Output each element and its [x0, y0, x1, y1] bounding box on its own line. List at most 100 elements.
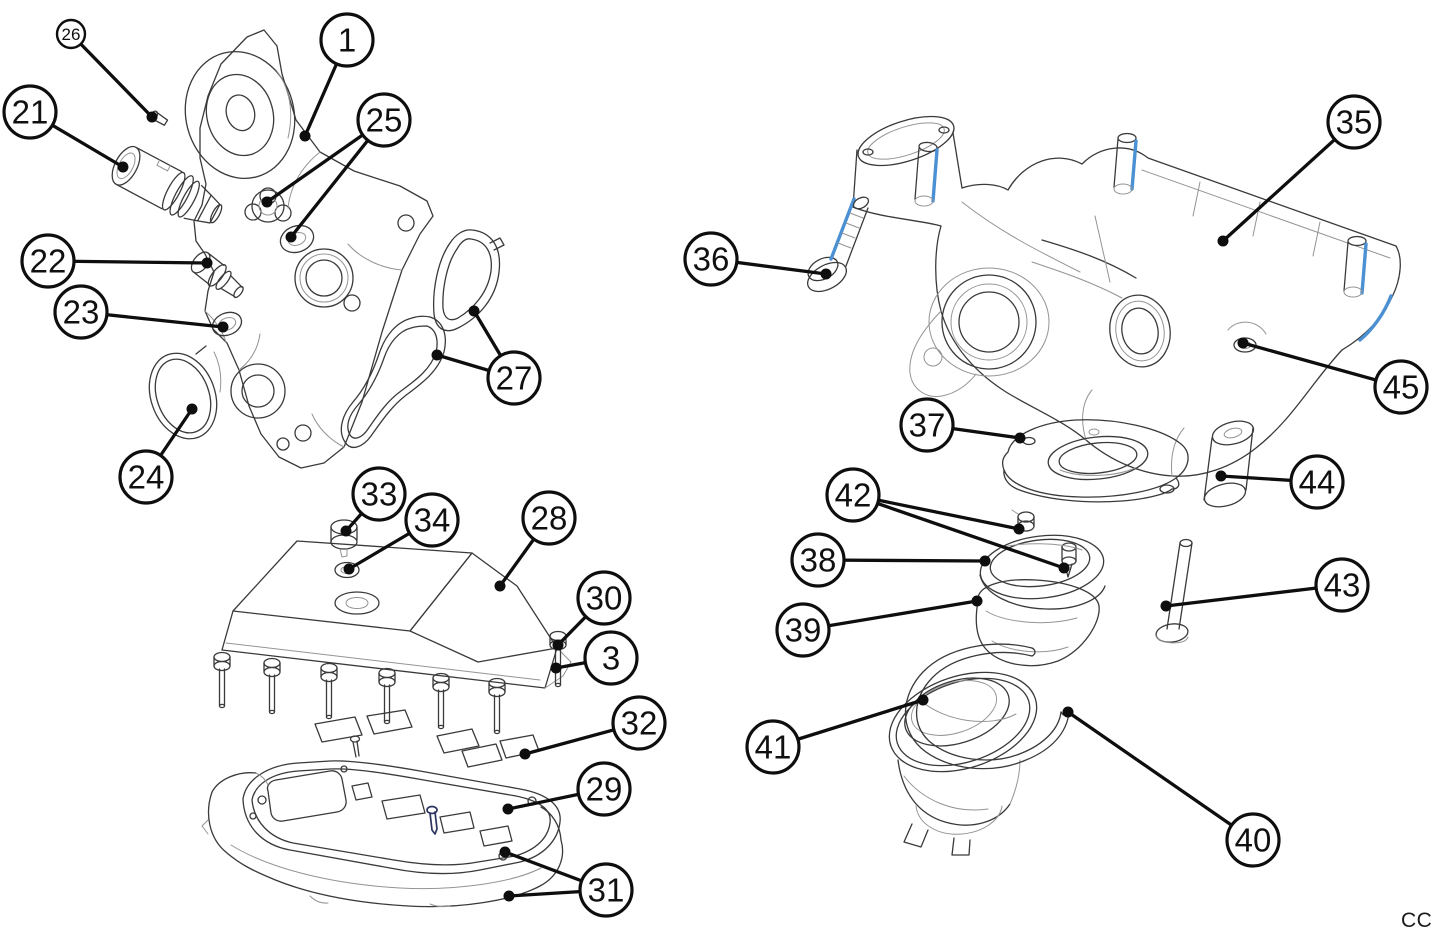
thermostat-assembly-drawing: [888, 419, 1255, 856]
flange-bolt-drawing: [806, 196, 870, 293]
svg-text:38: 38: [800, 542, 837, 579]
leader-dot-3: [550, 662, 562, 674]
callout-21: 21: [2, 84, 58, 140]
leader-dot-45: [1237, 337, 1249, 349]
callout-bubbles-layer: 26 1 21 25 22 23 27 24 33 34 28 30 332 29 31 35 36 45 37 44…: [2, 12, 1429, 918]
callout-25: 25: [356, 92, 412, 148]
leader-line-35: [1221, 120, 1356, 243]
svg-text:26: 26: [62, 25, 81, 44]
leader-dot-1: [299, 130, 311, 142]
svg-text:42: 42: [835, 477, 872, 514]
leader-dot-39: [971, 595, 983, 607]
svg-text:45: 45: [1383, 369, 1420, 406]
leader-dot-32: [519, 748, 531, 760]
leader-dot-37: [1014, 432, 1026, 444]
callout-43: 43: [1314, 557, 1370, 613]
leader-dot-44: [1215, 470, 1227, 482]
callout-3: 3: [583, 630, 639, 686]
mounting-studs-drawing: [914, 132, 1368, 298]
leader-dot-25: [285, 231, 297, 243]
leader-lines-layer: [29, 32, 1402, 902]
callout-28: 28: [521, 490, 577, 546]
svg-text:22: 22: [30, 243, 67, 280]
leader-dot-21: [117, 161, 129, 173]
leader-dot-33: [340, 525, 352, 537]
callout-45: 45: [1373, 359, 1429, 415]
svg-text:25: 25: [366, 102, 403, 139]
leader-dot-42: [1013, 523, 1025, 535]
callout-26: 26: [55, 18, 87, 50]
leader-dot-42: [1058, 562, 1070, 574]
callout-44: 44: [1289, 454, 1345, 510]
leader-line-38: [817, 558, 986, 563]
svg-text:3: 3: [602, 640, 620, 677]
callout-30: 30: [576, 570, 632, 626]
leader-dot-41: [917, 694, 929, 706]
leader-line-26: [69, 32, 154, 119]
callout-29: 29: [576, 761, 632, 817]
callout-41: 41: [745, 719, 801, 775]
svg-text:44: 44: [1299, 464, 1336, 501]
callout-1: 1: [319, 12, 375, 68]
callout-27: 27: [486, 350, 542, 406]
callout-23: 23: [53, 284, 109, 340]
callout-32: 32: [611, 695, 667, 751]
svg-text:41: 41: [755, 729, 792, 766]
svg-text:24: 24: [128, 459, 165, 496]
callout-31: 31: [578, 862, 634, 918]
leader-dot-38: [979, 555, 991, 567]
leader-dot-29: [502, 803, 514, 815]
svg-text:30: 30: [586, 580, 623, 617]
svg-text:28: 28: [531, 500, 568, 537]
leader-dot-35: [1217, 235, 1229, 247]
callout-40: 40: [1225, 812, 1281, 868]
svg-text:32: 32: [621, 705, 658, 742]
svg-text:35: 35: [1336, 104, 1373, 141]
leader-dot-30: [552, 639, 564, 651]
svg-text:36: 36: [693, 241, 730, 278]
svg-text:21: 21: [12, 94, 49, 131]
svg-text:37: 37: [909, 407, 946, 444]
svg-text:27: 27: [496, 360, 533, 397]
cam-cover-assembly-drawing: [201, 519, 572, 908]
leader-dot-40: [1062, 706, 1074, 718]
callout-42: 42: [825, 467, 881, 523]
leader-dot-23: [217, 321, 229, 333]
svg-text:29: 29: [586, 771, 623, 808]
callout-39: 39: [775, 602, 831, 658]
leader-dot-25: [261, 196, 273, 208]
svg-text:34: 34: [414, 502, 451, 539]
leader-dot-22: [201, 257, 213, 269]
svg-text:1: 1: [338, 22, 356, 59]
callout-37: 37: [899, 397, 955, 453]
cover-studs-drawing: [213, 630, 567, 735]
svg-text:33: 33: [361, 476, 398, 513]
callout-33: 33: [351, 466, 407, 522]
leader-line-40: [1067, 710, 1254, 842]
bolt-drawing: [190, 251, 244, 299]
oil-pressure-sensor-drawing: [111, 145, 223, 224]
leader-line-42: [852, 493, 1020, 531]
timing-cover-assembly-drawing: [111, 29, 505, 469]
leader-line-39: [802, 599, 978, 632]
leader-line-42: [852, 493, 1065, 570]
callout-24: 24: [118, 449, 174, 505]
leader-dot-36: [820, 268, 832, 280]
leader-line-43: [1165, 583, 1343, 608]
leader-dot-26: [146, 111, 158, 123]
callout-34: 34: [404, 492, 460, 548]
callout-36: 36: [683, 231, 739, 287]
leader-dot-28: [494, 580, 506, 592]
leader-dot-34: [343, 563, 355, 575]
intake-manifold-drawing: [806, 115, 1401, 477]
callout-22: 22: [20, 233, 76, 289]
leader-dot-27: [468, 305, 480, 317]
leader-dot-31: [499, 846, 511, 858]
leader-dot-43: [1160, 600, 1172, 612]
svg-text:43: 43: [1324, 567, 1361, 604]
svg-text:31: 31: [588, 872, 625, 909]
svg-text:40: 40: [1235, 822, 1272, 859]
leader-dot-27: [431, 349, 443, 361]
